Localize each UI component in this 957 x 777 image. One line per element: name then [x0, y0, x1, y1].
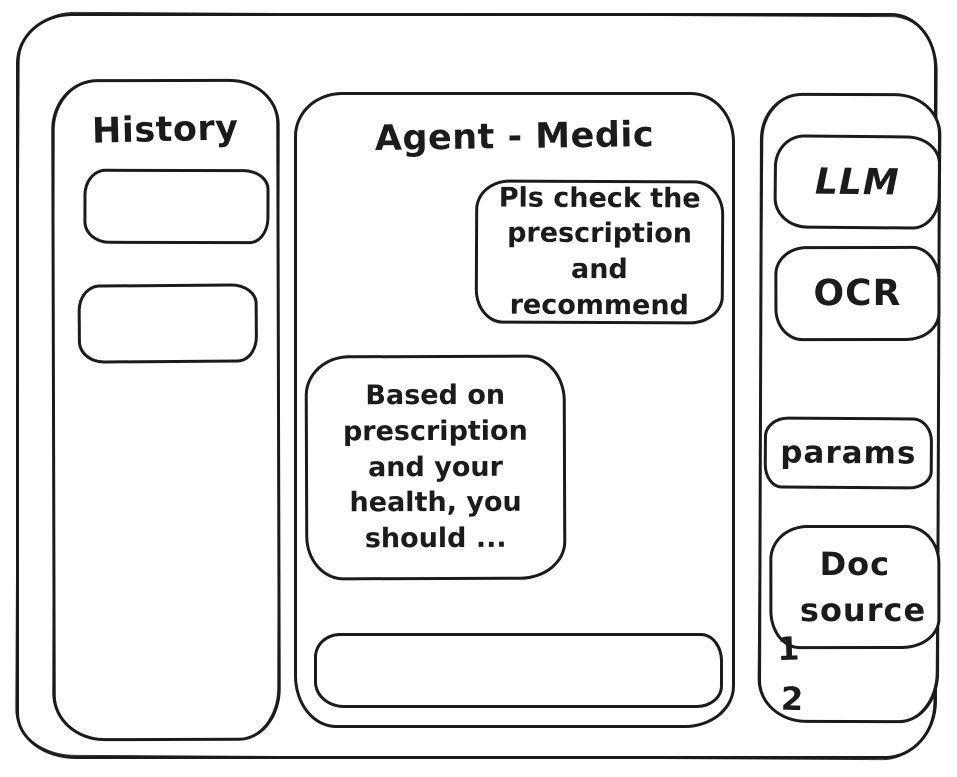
- assistant-message-bubble: Based on prescription and your health, y…: [304, 354, 567, 581]
- assistant-message-text: Based on prescription and your health, y…: [342, 380, 528, 555]
- history-item[interactable]: [83, 168, 270, 245]
- doc-source-button-label: Doc source: [799, 544, 927, 630]
- params-button[interactable]: params: [763, 416, 934, 490]
- app-window-frame: History Agent - Medic Pls check the pres…: [16, 13, 942, 759]
- doc-source-item-2[interactable]: 2: [780, 679, 804, 719]
- chat-title: Agent - Medic: [374, 115, 655, 159]
- params-button-label: params: [780, 434, 917, 472]
- history-item[interactable]: [77, 283, 259, 364]
- ocr-button[interactable]: OCR: [774, 245, 941, 342]
- tools-panel: LLM OCR params Doc source 1 2: [757, 92, 942, 724]
- chat-input[interactable]: [314, 633, 723, 708]
- llm-button-label: LLM: [814, 161, 900, 203]
- history-panel: History: [51, 78, 281, 742]
- user-message-bubble: Pls check the prescription and recommend: [474, 179, 725, 325]
- ocr-button-label: OCR: [813, 272, 902, 315]
- doc-source-item-1[interactable]: 1: [776, 629, 801, 669]
- history-title: History: [91, 108, 239, 152]
- chat-panel: Agent - Medic Pls check the prescription…: [294, 92, 735, 728]
- llm-button[interactable]: LLM: [773, 134, 942, 230]
- user-message-text: Pls check the prescription and recommend: [498, 182, 701, 322]
